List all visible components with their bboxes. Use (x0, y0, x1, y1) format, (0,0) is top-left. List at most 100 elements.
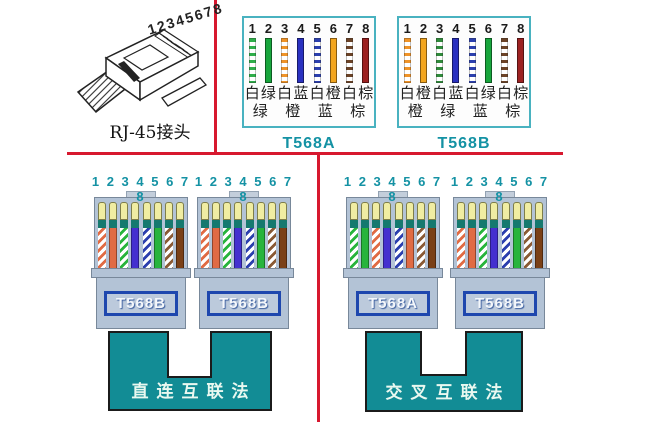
divider-horizontal (67, 152, 563, 155)
gold-pin (278, 202, 287, 220)
wire-color-char: 绿 (260, 84, 276, 102)
rj45-plug-drawing (76, 29, 208, 114)
gold-pin (245, 202, 254, 220)
pin-column (175, 202, 184, 268)
straight-through-label: 直连互联法 (131, 382, 257, 401)
wire-tip (361, 220, 370, 228)
gold-pin (256, 202, 265, 220)
wire-color-row2: 绿橙蓝棕 (244, 102, 374, 121)
wire-tip (98, 220, 107, 228)
pin-column (120, 202, 129, 268)
straight-through-cable: 直连互联法 (108, 331, 272, 411)
cable-notch (420, 331, 467, 376)
wire-tip (372, 220, 381, 228)
wire-color-char: 蓝 (293, 84, 309, 102)
gold-pin (523, 202, 532, 220)
pin-column (164, 202, 173, 268)
connector-tab (126, 191, 156, 197)
gold-pin (479, 202, 488, 220)
wire-tip (479, 220, 488, 228)
gold-pin (512, 202, 521, 220)
connector-pin-area (197, 197, 291, 269)
gold-pin (131, 202, 140, 220)
t568a-caption: T568A (282, 135, 336, 152)
striped-wire (281, 38, 289, 83)
gold-pin (164, 202, 173, 220)
pin-number: 4 (452, 21, 460, 36)
crossover-left-connector: 1 2 3 4 5 6 7 8 T568A (343, 174, 443, 329)
gold-pin (350, 202, 359, 220)
striped-wire (468, 38, 476, 83)
wire-color-row2: 橙绿蓝棕 (399, 102, 529, 121)
solid-wire (297, 38, 305, 83)
wire-color-char: 蓝 (317, 102, 333, 120)
striped-wire (501, 38, 509, 83)
wire-tip (212, 220, 221, 228)
pin-column (109, 202, 118, 268)
connector-pin-area (94, 197, 188, 269)
pin-number: 6 (484, 21, 492, 36)
wire-tip (142, 220, 151, 228)
wire-tip (267, 220, 276, 228)
gold-pin (394, 202, 403, 220)
gold-pin (109, 202, 118, 220)
crossover-label: 交叉互联法 (385, 383, 511, 402)
wire-tip (234, 220, 243, 228)
pin-column (245, 202, 254, 268)
pin-number: 2 (419, 21, 428, 36)
crossover-right-connector: 1 2 3 4 5 6 7 8 T568B (450, 174, 550, 329)
solid-wire (234, 228, 243, 268)
pin-numbers: 1 2 3 4 5 6 7 8 (91, 174, 191, 204)
solid-wire (109, 228, 118, 268)
rj45-illustration: 12345678 RJ-45接头 (70, 0, 225, 148)
gold-pin (98, 202, 107, 220)
wire-tip (350, 220, 359, 228)
pin-column (350, 202, 359, 268)
gold-pin (175, 202, 184, 220)
connector-tab (485, 191, 515, 197)
gold-pin (372, 202, 381, 220)
solid-wire (383, 228, 392, 268)
striped-wire (403, 38, 411, 83)
wire-tip (383, 220, 392, 228)
striped-wire (346, 38, 354, 83)
striped-wire (501, 228, 510, 268)
gold-pin (427, 202, 436, 220)
pin-number: 5 (468, 21, 476, 36)
wire-tip (131, 220, 140, 228)
wire-tip (120, 220, 129, 228)
wire-tip (245, 220, 254, 228)
solid-wire (362, 38, 370, 83)
striped-wire (313, 38, 321, 83)
wire-color-char: 蓝 (472, 102, 488, 120)
wire-tip (534, 220, 543, 228)
solid-wire (256, 228, 265, 268)
pin-number: 1 (403, 21, 411, 36)
pin-column (534, 202, 543, 268)
straight-right-connector: 1 2 3 4 5 6 7 8 T568B (194, 174, 294, 329)
gold-pin (142, 202, 151, 220)
striped-wire (479, 228, 488, 268)
solid-wire (419, 38, 427, 83)
wire-tip (153, 220, 162, 228)
solid-wire (405, 228, 414, 268)
pin-column (457, 202, 466, 268)
pin-column (201, 202, 210, 268)
gold-pin (234, 202, 243, 220)
gold-pin (416, 202, 425, 220)
pin-number: 3 (436, 21, 444, 36)
pin-column (361, 202, 370, 268)
gold-pin (501, 202, 510, 220)
solid-wire (278, 228, 287, 268)
